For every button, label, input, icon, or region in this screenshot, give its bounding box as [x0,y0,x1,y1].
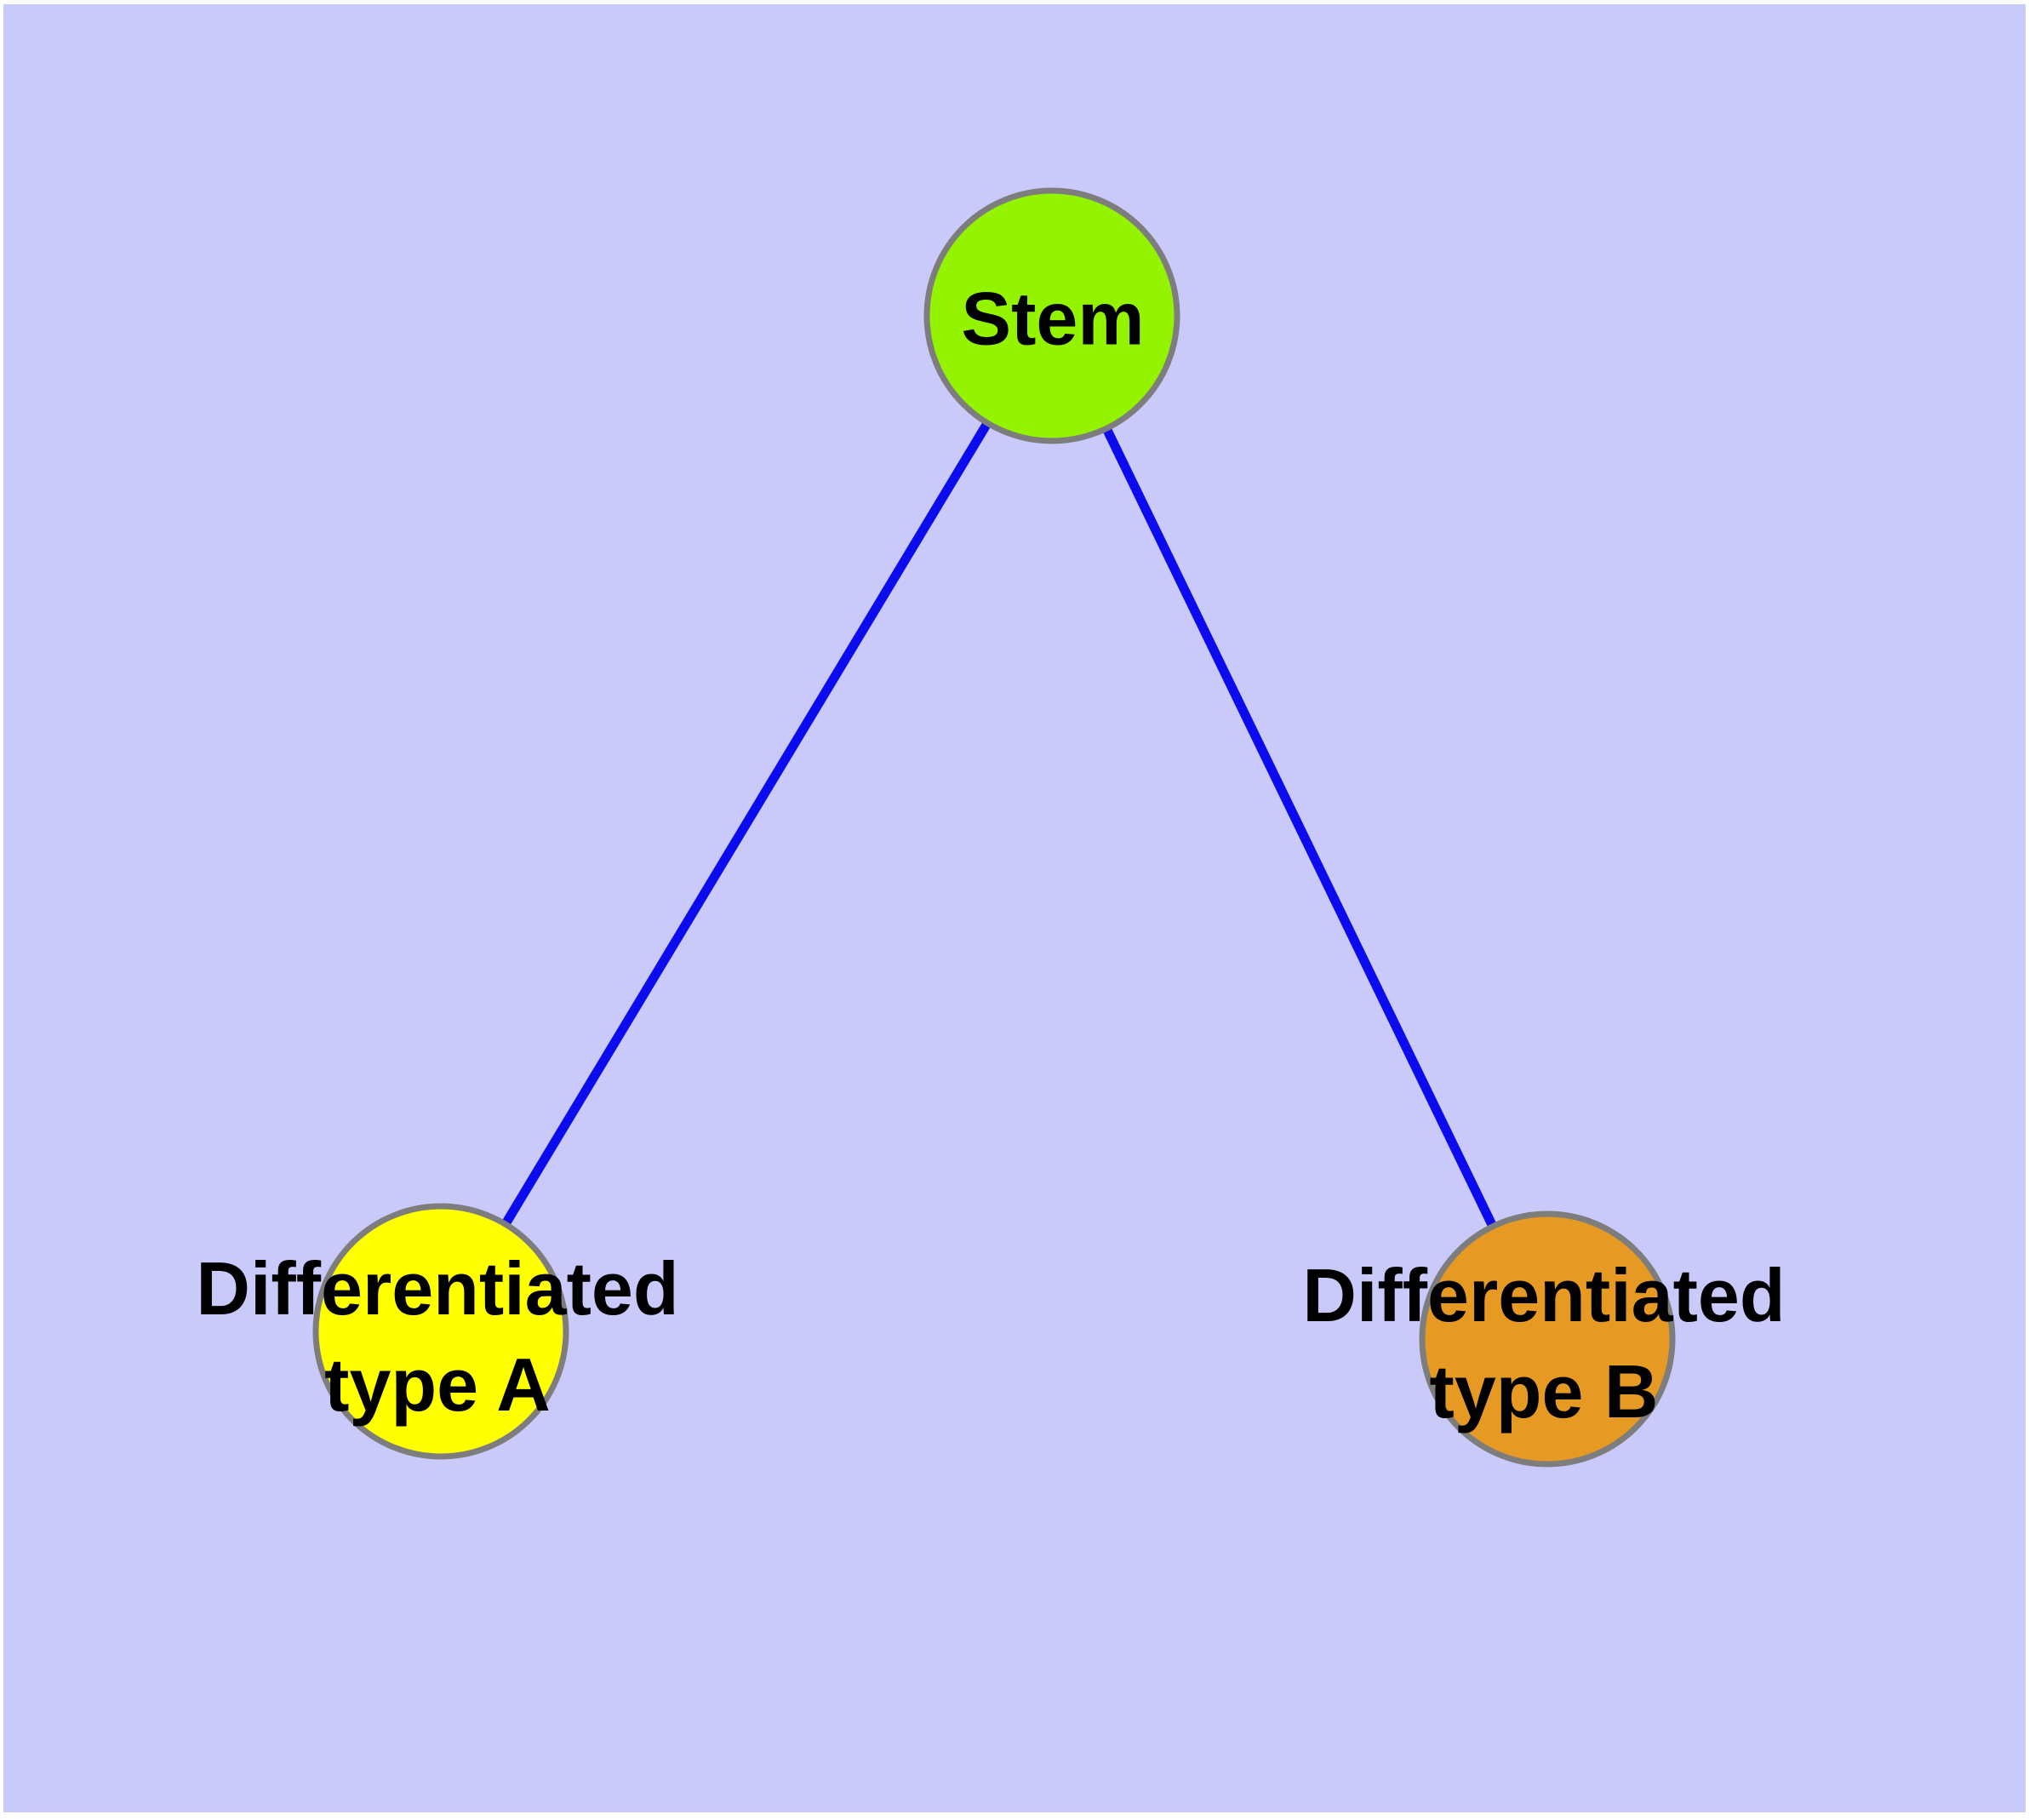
label-line: Differentiated [1302,1253,1786,1337]
node-stem-circle [923,187,1180,444]
edge-stem-to-type-b [1048,313,1552,1342]
label-line: type A [324,1342,551,1427]
label-line: Stem [961,276,1145,361]
label-line: Differentiated [196,1246,679,1331]
edge-stem-to-type-a [437,313,1056,1334]
node-type-a-circle [312,1203,569,1460]
node-type-a-label: Differentiated type A [196,1240,678,1433]
node-type-b-label: Differentiated type B [1302,1247,1785,1439]
node-stem-label: Stem [961,271,1144,367]
label-line: type B [1429,1349,1659,1434]
node-type-b-circle [1419,1210,1676,1468]
